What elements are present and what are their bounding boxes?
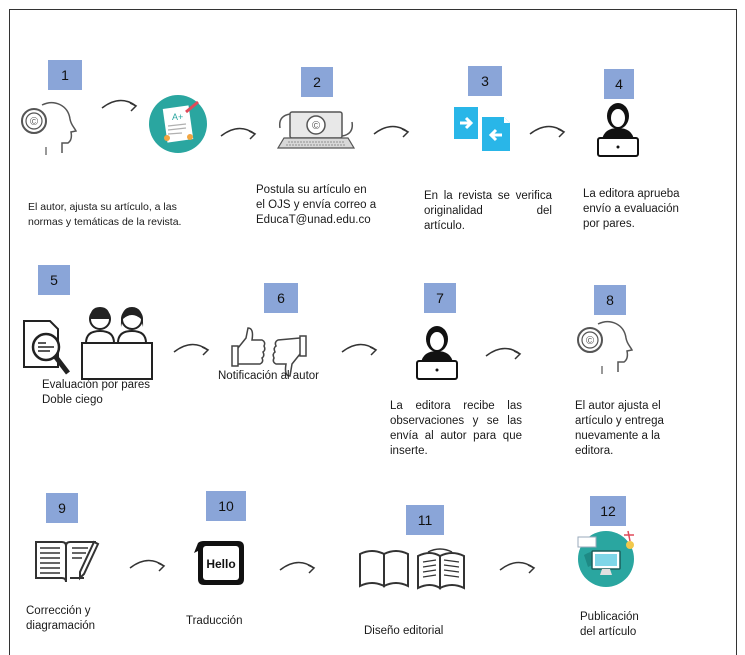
arrow-3-4	[372, 122, 412, 142]
step-7-badge: 7	[424, 283, 456, 313]
notebook-pencil-icon	[32, 536, 102, 586]
editor-laptop-icon	[413, 323, 461, 381]
step-6-text: Notificación al autor	[218, 370, 319, 382]
arrow-5-6	[172, 340, 212, 360]
step-10-badge: 10	[206, 491, 246, 521]
step-10-text: Traducción	[186, 615, 243, 627]
peer-review-icon	[20, 303, 158, 381]
step-2-badge: 2	[301, 67, 333, 97]
document-compare-icon	[452, 103, 512, 155]
arrow-2-3	[219, 124, 259, 144]
step-1-badge: 1	[48, 60, 82, 90]
thumbs-up-down-icon	[228, 326, 310, 380]
step-9-badge: 9	[46, 493, 78, 523]
step-11-badge: 11	[406, 505, 444, 535]
step-11-text: Diseño editorial	[364, 625, 444, 637]
clipboard-grade-icon: A+	[148, 94, 208, 154]
computer-copyright-icon: ©	[276, 108, 356, 154]
step-4-badge: 4	[604, 69, 634, 99]
step-12-badge: 12	[590, 496, 626, 526]
head-copyright-icon: ©	[18, 97, 80, 157]
hello-speech-bubble-icon: Hello	[194, 537, 248, 597]
arrow-1-2	[100, 96, 140, 116]
open-books-icon	[358, 546, 466, 590]
hello-text: Hello	[206, 557, 235, 571]
arrow-10-11	[278, 558, 318, 578]
svg-text:©: ©	[30, 116, 38, 128]
svg-text:A+: A+	[172, 112, 183, 122]
step-8-badge: 8	[594, 285, 626, 315]
arrow-7-8	[484, 344, 524, 364]
diagram-frame	[9, 9, 737, 655]
step-3-badge: 3	[468, 66, 502, 96]
arrow-4-5	[528, 122, 568, 142]
arrow-9-10	[128, 556, 168, 576]
step-5-badge: 5	[38, 265, 70, 295]
svg-text:©: ©	[586, 335, 594, 347]
svg-text:©: ©	[312, 120, 320, 132]
step-6-badge: 6	[264, 283, 298, 313]
editor-laptop-icon	[594, 100, 642, 158]
globe-computer-icon	[574, 527, 644, 589]
arrow-11-12	[498, 558, 538, 578]
arrow-6-7	[340, 340, 380, 360]
head-copyright-icon: ©	[574, 316, 636, 376]
